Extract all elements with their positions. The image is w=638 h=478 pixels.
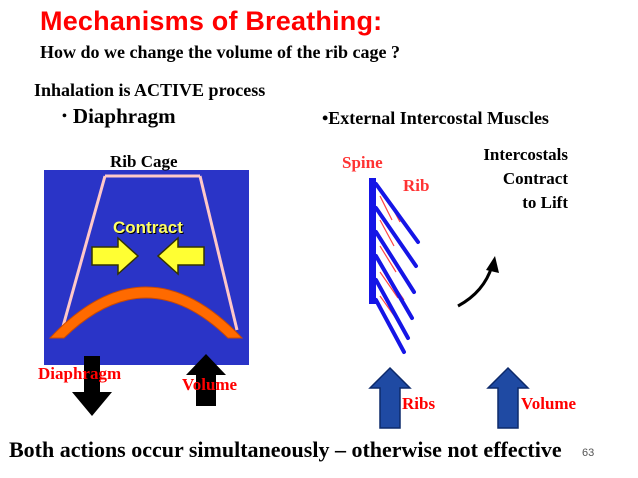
rib-cage-label: Rib Cage xyxy=(110,152,178,171)
intercostals-line-2: Contract xyxy=(502,169,568,188)
volume-up-arrow-left xyxy=(186,354,226,406)
diaphragm-label: Diaphragm xyxy=(38,364,122,383)
spine-label: Spine xyxy=(342,153,383,172)
diaphragm-dome xyxy=(48,286,244,339)
rib-cage-left-edge xyxy=(60,175,107,331)
spine-bar xyxy=(369,178,376,304)
contract-arrow-right xyxy=(156,236,205,276)
diaphragm-down-arrow xyxy=(72,356,112,416)
intercostals-line-3: to Lift xyxy=(522,193,568,212)
ribs xyxy=(374,182,420,354)
rib-cage-right-edge xyxy=(198,175,239,331)
bullet-diaphragm: • Diaphragm xyxy=(62,104,176,129)
ribs-up-arrow xyxy=(368,366,412,429)
rib-label: Rib xyxy=(403,176,430,195)
bullet-dot: • xyxy=(62,109,67,124)
volume-label-right: Volume xyxy=(521,394,577,413)
bullet-diaphragm-label: Diaphragm xyxy=(72,104,176,128)
intercostals-note: Intercostals Contract to Lift xyxy=(440,143,568,215)
intercostals-line-1: Intercostals xyxy=(483,145,568,164)
volume-label-left: Volume xyxy=(182,375,238,394)
slide-subtitle: How do we change the volume of the rib c… xyxy=(40,42,400,62)
slide-number: 63 xyxy=(582,447,595,459)
bullet-intercostal: •External Intercostal Muscles xyxy=(322,108,549,128)
contract-arrow-left xyxy=(91,236,140,276)
lift-curved-arrow xyxy=(457,265,494,308)
ribs-label: Ribs xyxy=(402,394,436,413)
rib-cage-panel xyxy=(44,170,249,365)
contract-label: Contract xyxy=(113,218,183,237)
slide-title: Mechanisms of Breathing: xyxy=(40,6,383,36)
footer-statement: Both actions occur simultaneously – othe… xyxy=(9,437,562,462)
volume-up-arrow-right xyxy=(486,366,530,429)
lift-arrow-head xyxy=(486,256,499,273)
inhalation-heading: Inhalation is ACTIVE process xyxy=(34,80,266,100)
